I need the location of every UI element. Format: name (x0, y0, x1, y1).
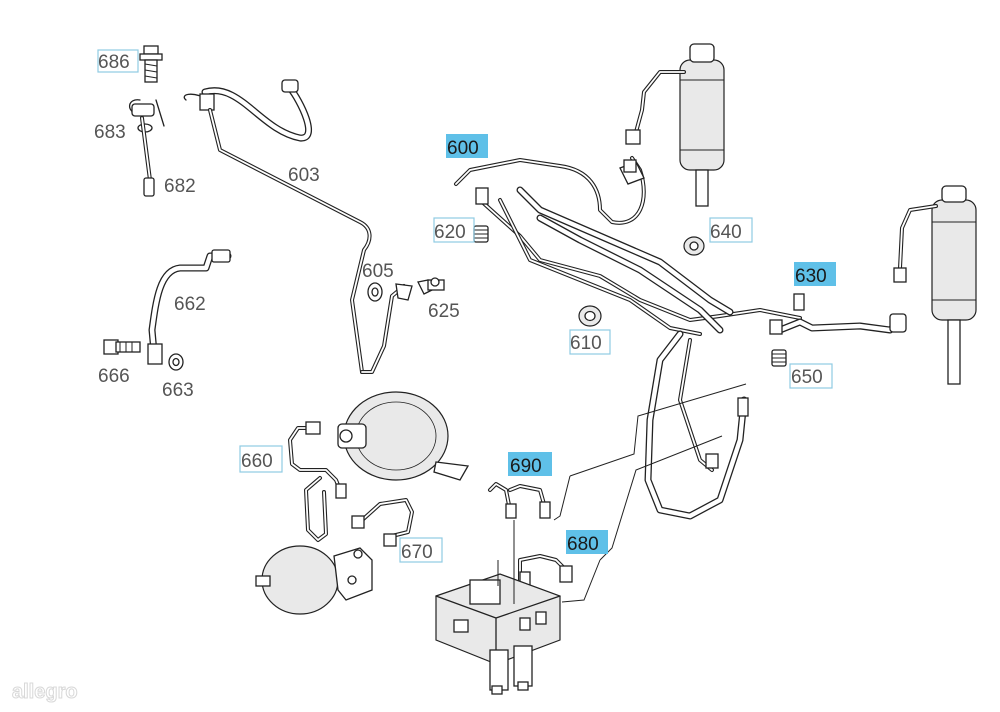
grommet-610 (578, 305, 602, 327)
bolt-686 (139, 45, 163, 83)
line-670 (351, 498, 414, 547)
line-bundle-600 (454, 156, 802, 336)
part-label-603: 603 (288, 165, 320, 186)
part-label-640: 640 (710, 222, 742, 243)
part-label-683: 683 (94, 122, 126, 143)
part-label-682: 682 (164, 176, 196, 197)
part-label-650: 650 (791, 367, 823, 388)
part-label-686: 686 (98, 52, 130, 73)
part-label-610: 610 (570, 333, 602, 354)
highlight-boxes (446, 134, 836, 554)
part-label-670: 670 (401, 542, 433, 563)
watermark-logo: allegro (12, 681, 78, 703)
fitting-650 (771, 349, 787, 367)
clip-605 (367, 282, 413, 302)
washer-663 (168, 353, 184, 371)
line-630 (769, 293, 907, 335)
part-label-605: 605 (362, 261, 394, 282)
hose-662 (147, 249, 232, 365)
part-label-625: 625 (428, 301, 460, 322)
part-label-690: 690 (510, 456, 542, 477)
strut-upper (625, 43, 725, 207)
screw-666 (103, 339, 141, 355)
part-label-680: 680 (567, 534, 599, 555)
line-680 (518, 554, 573, 587)
brake-line-683-682 (129, 99, 165, 197)
return-lines (644, 330, 749, 520)
grommet-620 (473, 225, 489, 243)
part-label-663: 663 (162, 380, 194, 401)
valve-block (435, 520, 561, 695)
line-690 (488, 482, 551, 519)
line-660 (288, 421, 347, 542)
label-boxes (97, 49, 833, 563)
accumulator-small (255, 545, 373, 615)
accumulator-large (337, 391, 470, 481)
line-603 (183, 79, 406, 374)
grommet-640 (683, 236, 705, 256)
part-label-660: 660 (241, 451, 273, 472)
part-label-620: 620 (434, 222, 466, 243)
part-label-662: 662 (174, 294, 206, 315)
strut-right (893, 185, 977, 385)
bolt-625 (417, 277, 445, 295)
part-label-630: 630 (795, 266, 827, 287)
part-label-666: 666 (98, 366, 130, 387)
part-label-600: 600 (447, 138, 479, 159)
